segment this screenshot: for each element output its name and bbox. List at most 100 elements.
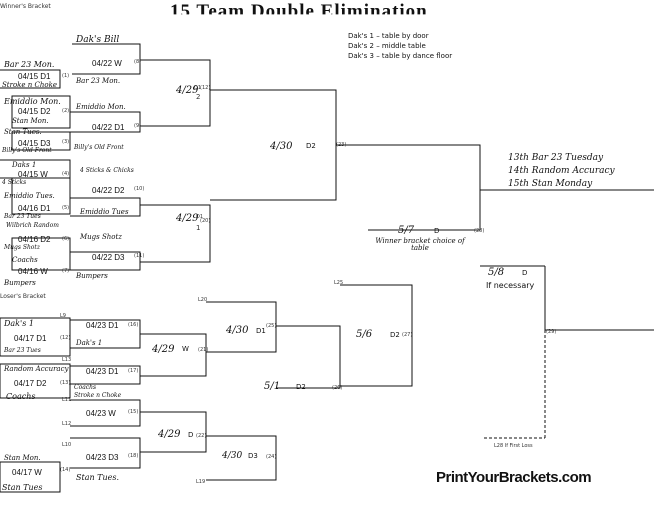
l-r2-1-winner: Dak's 1 bbox=[76, 339, 103, 347]
w-r2-2-mark: (9) bbox=[134, 123, 142, 129]
l-r2-3-date: 04/23 W bbox=[86, 409, 116, 418]
l-r4a-mark: (25) bbox=[266, 323, 277, 329]
g4-mark: (4) bbox=[62, 171, 70, 177]
l-g3-date: 04/17 W bbox=[12, 468, 42, 477]
w-r3-1-game: D1 bbox=[194, 85, 202, 91]
w-r2-4-mark: (11) bbox=[134, 253, 145, 259]
loser-ref-l10: L10 bbox=[62, 442, 72, 448]
g6-bottom: Mugs Shotz bbox=[4, 244, 40, 251]
g6-date: 04/16 D2 bbox=[18, 235, 51, 244]
standing-14: 14th Random Accuracy bbox=[508, 166, 615, 176]
g2-top: Emiddio Mon. bbox=[4, 97, 61, 106]
l-r2-1-mark: (16) bbox=[128, 322, 139, 328]
l-r3-2-mark: (22) bbox=[196, 433, 207, 439]
l-r3-1-game: W bbox=[182, 345, 189, 353]
g2-date: 04/15 D2 bbox=[18, 107, 51, 116]
table-note-2: Dak's 2 – middle table bbox=[348, 42, 426, 50]
w-r3-2-game: D1 bbox=[196, 214, 204, 220]
l-r4b-mark: (24) bbox=[266, 454, 277, 460]
l-r5-date: 5/1 bbox=[264, 381, 281, 392]
l-g2-date: 04/17 D2 bbox=[14, 379, 47, 388]
g5-mark: (5) bbox=[62, 205, 70, 211]
l-r2-3-winner: Stroke n Choke bbox=[74, 392, 122, 399]
team-daks-bill: Dak's Bill bbox=[76, 35, 120, 45]
w-r3-2-date: 4/29 bbox=[176, 213, 199, 224]
loser-ref-l12: L12 bbox=[62, 421, 72, 427]
l-r2-2-date: 04/23 D1 bbox=[86, 367, 119, 376]
standing-15: 15th Stan Monday bbox=[508, 179, 593, 189]
g1-date: 04/15 D1 bbox=[18, 72, 51, 81]
if-necessary-game: D bbox=[522, 269, 528, 277]
w-r2-1-winner: Bar 23 Mon. bbox=[76, 77, 121, 85]
l-r4a-game: D1 bbox=[256, 327, 266, 335]
l-g1-mark: (12) bbox=[60, 335, 71, 341]
w-r4-game: D2 bbox=[306, 142, 316, 150]
loser-ref-l20: L20 bbox=[198, 297, 208, 303]
l-r6-date: 5/6 bbox=[356, 329, 373, 340]
mark-29: (29) bbox=[546, 329, 557, 335]
g1-top: Bar 23 Mon. bbox=[4, 60, 55, 69]
g5-bottom: Bar 23 Tues bbox=[4, 213, 41, 220]
l-r6-mark: (27) bbox=[402, 332, 413, 338]
l-r2-4-winner: Stan Tues. bbox=[76, 473, 120, 482]
w-r2-4-winner: Bumpers bbox=[76, 272, 108, 280]
final-date: 5/7 bbox=[398, 225, 415, 236]
w-r3-1-date: 4/29 bbox=[176, 85, 199, 96]
l-r3-2-game: D bbox=[188, 431, 194, 439]
l-g3-bottom: Stan Tues bbox=[2, 483, 43, 492]
w-r2-1-mark: (8) bbox=[134, 59, 142, 65]
loser-ref-l25: L25 bbox=[334, 280, 344, 286]
standing-13: 13th Bar 23 Tuesday bbox=[508, 153, 604, 163]
l-g2-top: Random Accuracy bbox=[4, 365, 69, 373]
l-r2-2-winner: Coachs bbox=[74, 384, 97, 391]
w-r2-3-date: 04/22 D2 bbox=[92, 186, 125, 195]
if-necessary-date: 5/8 bbox=[488, 267, 505, 278]
w-r2-1-date: 04/22 W bbox=[92, 59, 122, 68]
w-r3-1-extra: 2 bbox=[196, 93, 201, 101]
l-r4b-date: 4/30 bbox=[222, 451, 243, 461]
g3-bottom: Billy's Old Front bbox=[2, 147, 52, 154]
g1-mark: (1) bbox=[62, 73, 70, 79]
final-note: Winner bracket choice of table bbox=[375, 237, 465, 252]
winners-bracket-label: Winner's Bracket bbox=[0, 3, 51, 10]
g5-top: Emiddio Tues. bbox=[4, 192, 55, 200]
final-game: D bbox=[434, 227, 440, 235]
loser-ref-l19: L19 bbox=[196, 479, 206, 485]
g7-top: Coachs bbox=[12, 256, 38, 264]
w-r2-4-date: 04/22 D3 bbox=[92, 253, 125, 262]
l-r3-2-date: 4/29 bbox=[158, 429, 181, 440]
loser-ref-l9: L9 bbox=[60, 313, 66, 319]
loser-ref-l13: L13 bbox=[62, 357, 72, 363]
g4-date: 04/15 W bbox=[18, 170, 48, 179]
brand-logo: PrintYourBrackets.com bbox=[436, 469, 592, 486]
w-r4-mark: (23) bbox=[336, 142, 347, 148]
w-r2-name-a: Emiddio Mon. bbox=[76, 103, 126, 111]
l-r2-1-date: 04/23 D1 bbox=[86, 321, 119, 330]
l-g2-bottom: Coachs bbox=[6, 392, 36, 401]
g7-mark: (7) bbox=[62, 268, 70, 274]
g6-mark: (6) bbox=[62, 236, 70, 242]
g3-date: 04/15 D3 bbox=[18, 139, 51, 148]
g4-bottom: 4 Sticks bbox=[2, 179, 27, 186]
l-r2-4-mark: (18) bbox=[128, 453, 139, 459]
l-r4a-date: 4/30 bbox=[226, 325, 249, 336]
if-first-loss: L28 If First Loss bbox=[494, 443, 533, 449]
g6-top: Wilbrich Random bbox=[6, 222, 59, 229]
l-g1-date: 04/17 D1 bbox=[14, 334, 47, 343]
l-g1-top: Dak's 1 bbox=[4, 319, 34, 328]
table-note-1: Dak's 1 – table by door bbox=[348, 32, 429, 40]
w-r2-name-b: 4 Sticks & Chicks bbox=[80, 167, 134, 174]
g4-top: Daks 1 bbox=[12, 161, 37, 169]
l-g3-top: Stan Mon. bbox=[4, 454, 41, 462]
w-r2-3-mark: (10) bbox=[134, 186, 145, 192]
l-r4b-game: D3 bbox=[248, 452, 258, 460]
l-r6-game: D2 bbox=[390, 331, 400, 339]
if-necessary-text: If necessary bbox=[486, 281, 535, 290]
w-r3-2-mark: (20) bbox=[200, 218, 211, 224]
w-r2-2-date: 04/22 D1 bbox=[92, 123, 125, 132]
w-r3-2-extra: 1 bbox=[196, 224, 201, 232]
g2-bottom: Stan Mon. bbox=[12, 117, 49, 125]
w-r2-3-winner: Emiddio Tues bbox=[80, 208, 129, 216]
